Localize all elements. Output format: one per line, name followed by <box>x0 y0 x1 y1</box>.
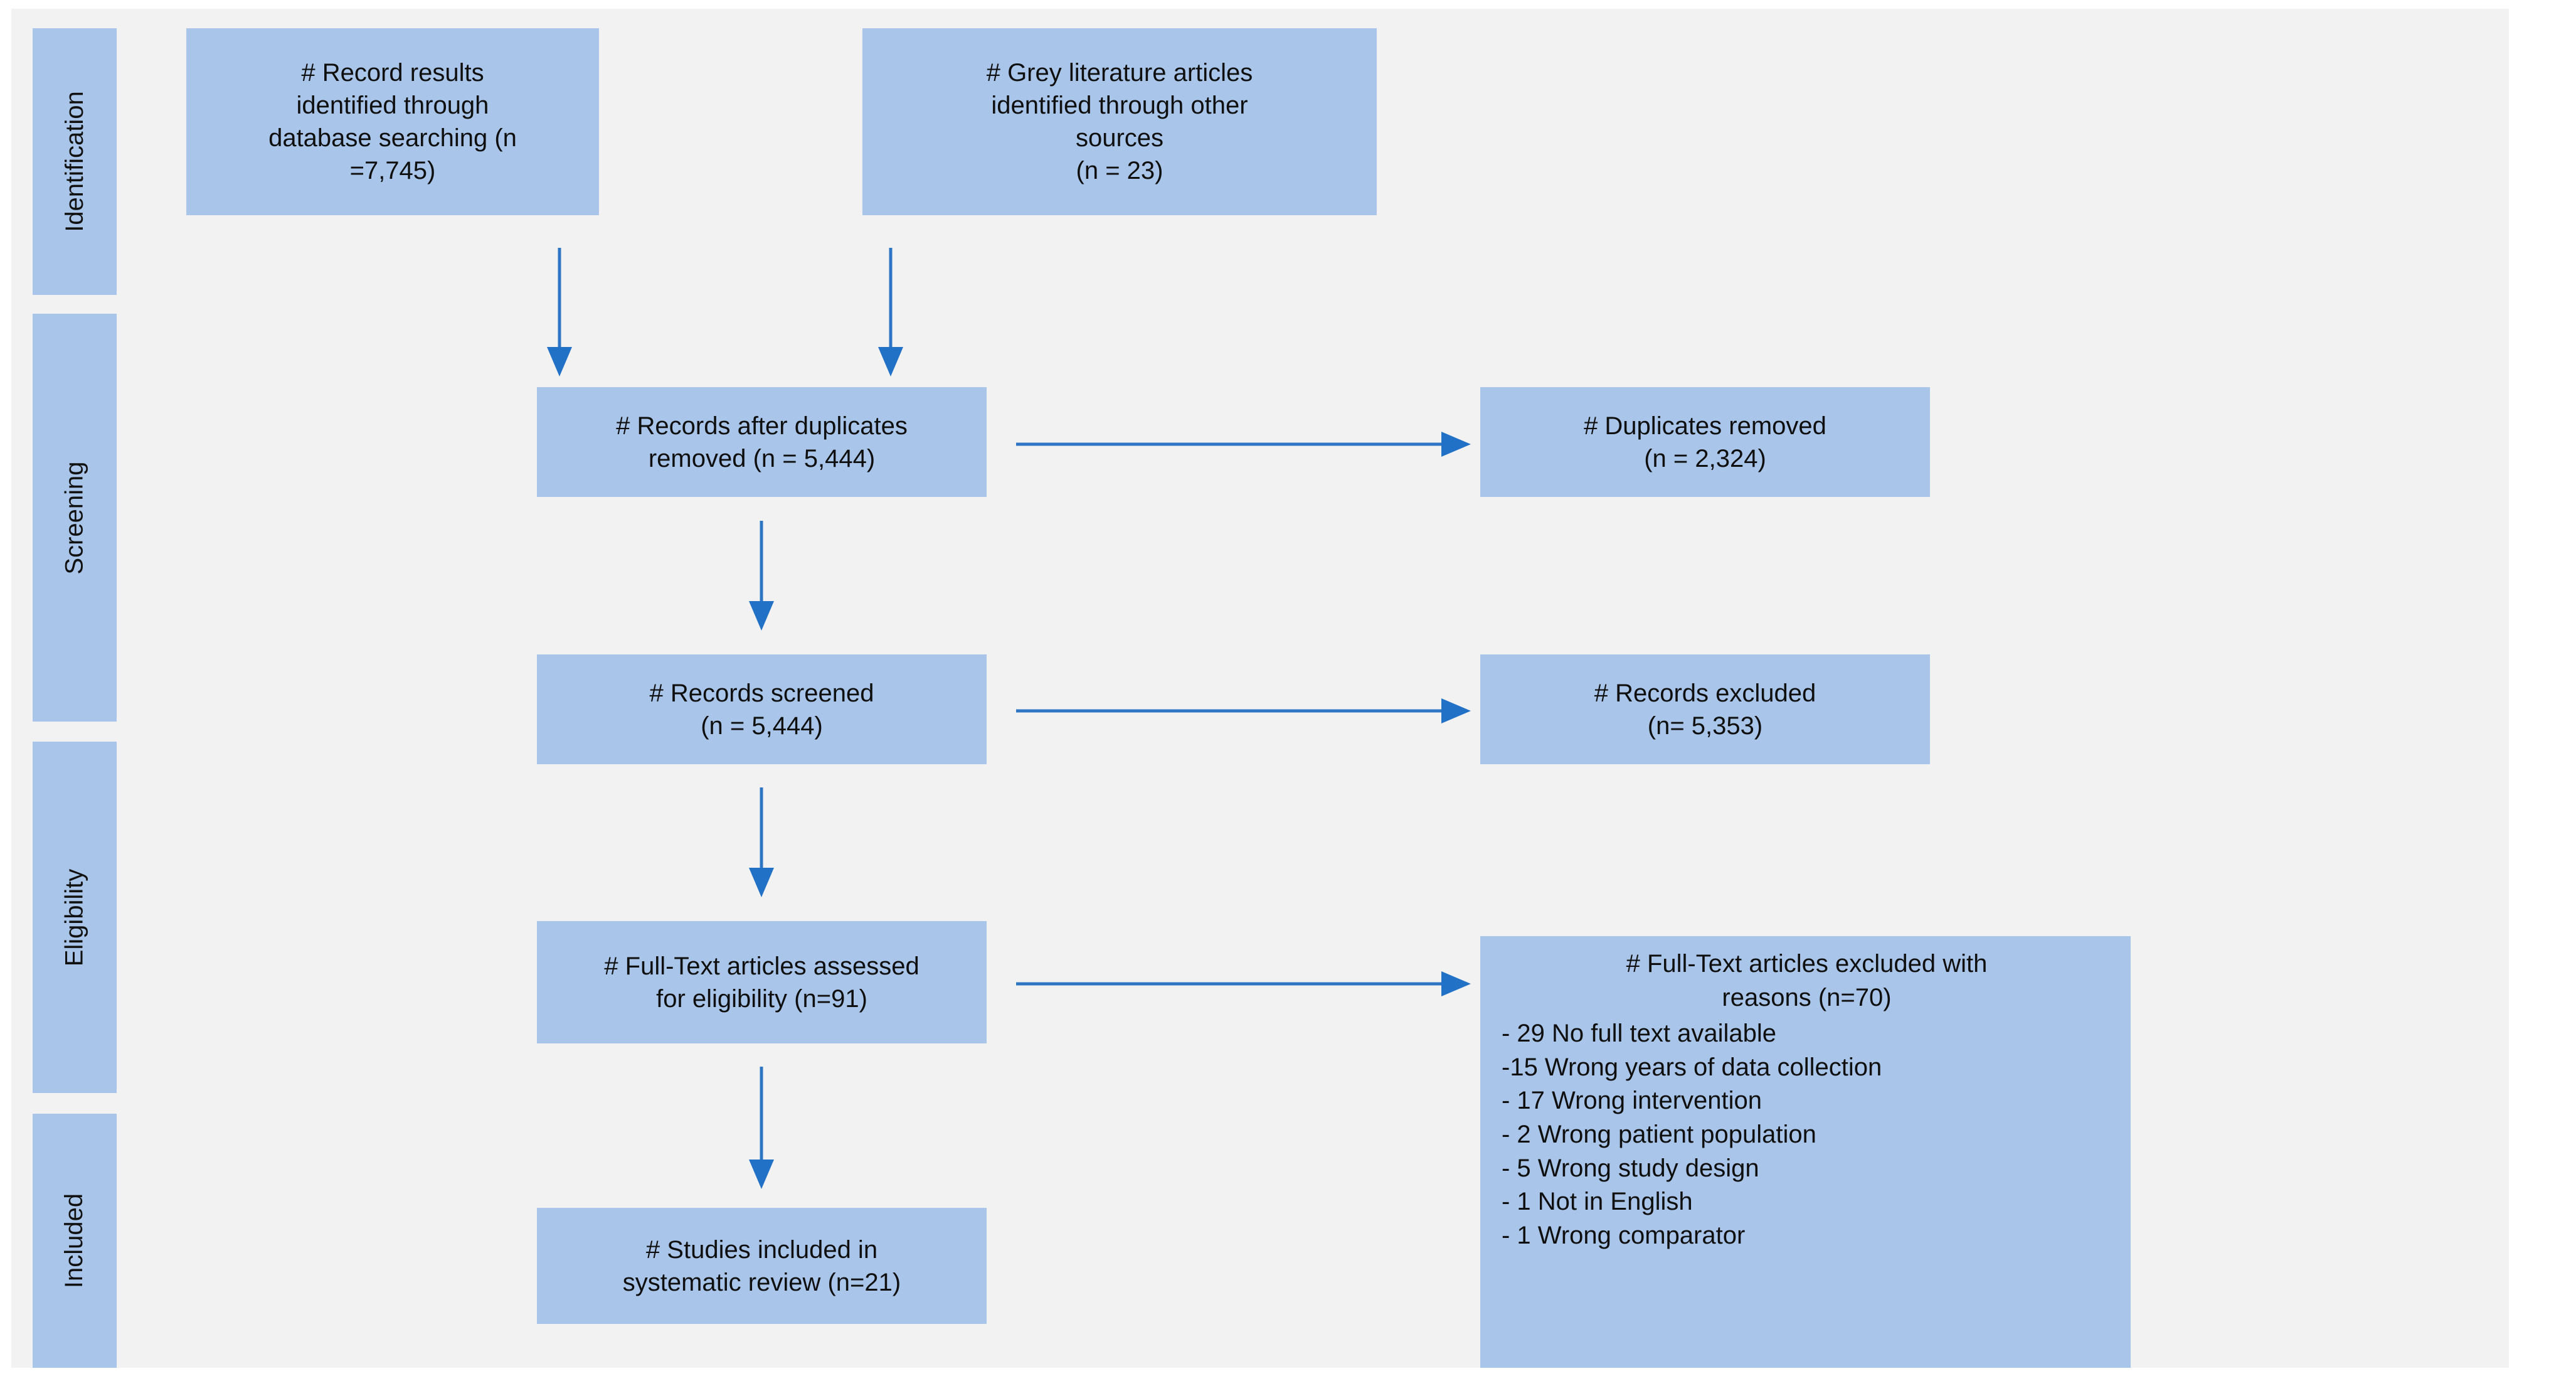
list-item: - 17 Wrong intervention <box>1502 1087 1762 1115</box>
stage-label-identification-text: Identification <box>60 91 88 232</box>
list-item: - 1 Not in English <box>1502 1188 1693 1216</box>
node-records-screened: # Records screened (n = 5,444) <box>537 654 987 764</box>
arrow-duplicates-to-screened <box>749 521 774 631</box>
node-grey-literature: # Grey literature articles identified th… <box>862 28 1377 215</box>
arrow-fulltext-to-included <box>749 1067 774 1189</box>
node-duplicates-removed: # Duplicates removed (n = 2,324) <box>1480 387 1930 497</box>
node-fulltext-assessed: # Full-Text articles assessed for eligib… <box>537 921 987 1043</box>
fulltext-excluded-title: # Full-Text articles excluded with reaso… <box>1626 950 1988 1011</box>
list-item: - 5 Wrong study design <box>1502 1154 1759 1182</box>
arrow-to-records-excluded <box>1016 698 1471 723</box>
arrow-screened-to-fulltext <box>749 787 774 897</box>
node-fulltext-excluded-reasons: # Full-Text articles excluded with reaso… <box>1480 936 2131 1368</box>
stage-label-screening: Screening <box>33 314 117 722</box>
node-studies-included: # Studies included in systematic review … <box>537 1208 987 1324</box>
arrow-to-fulltext-excluded <box>1016 971 1471 996</box>
list-item: - 29 No full text available <box>1502 1020 1777 1048</box>
arrow-grey-to-duplicates <box>878 248 903 376</box>
list-item: -15 Wrong years of data collection <box>1502 1053 1882 1081</box>
stage-label-screening-text: Screening <box>60 461 88 575</box>
stage-label-included: Included <box>33 1114 117 1368</box>
node-records-after-duplicates: # Records after duplicates removed (n = … <box>537 387 987 497</box>
list-item: - 1 Wrong comparator <box>1502 1221 1746 1249</box>
stage-label-eligibility: Eligibility <box>33 742 117 1093</box>
arrow-to-duplicates-removed <box>1016 432 1471 457</box>
stage-label-eligibility-text: Eligibility <box>60 868 88 966</box>
stage-label-identification: Identification <box>33 28 117 295</box>
node-records-excluded: # Records excluded (n= 5,353) <box>1480 654 1930 764</box>
node-database-search: # Record results identified through data… <box>186 28 599 215</box>
list-item: - 2 Wrong patient population <box>1502 1120 1816 1148</box>
fulltext-exclusion-reason-list: - 29 No full text available -15 Wrong ye… <box>1502 1017 2112 1252</box>
stage-label-included-text: Included <box>60 1193 88 1289</box>
arrow-database-to-duplicates <box>547 248 572 376</box>
